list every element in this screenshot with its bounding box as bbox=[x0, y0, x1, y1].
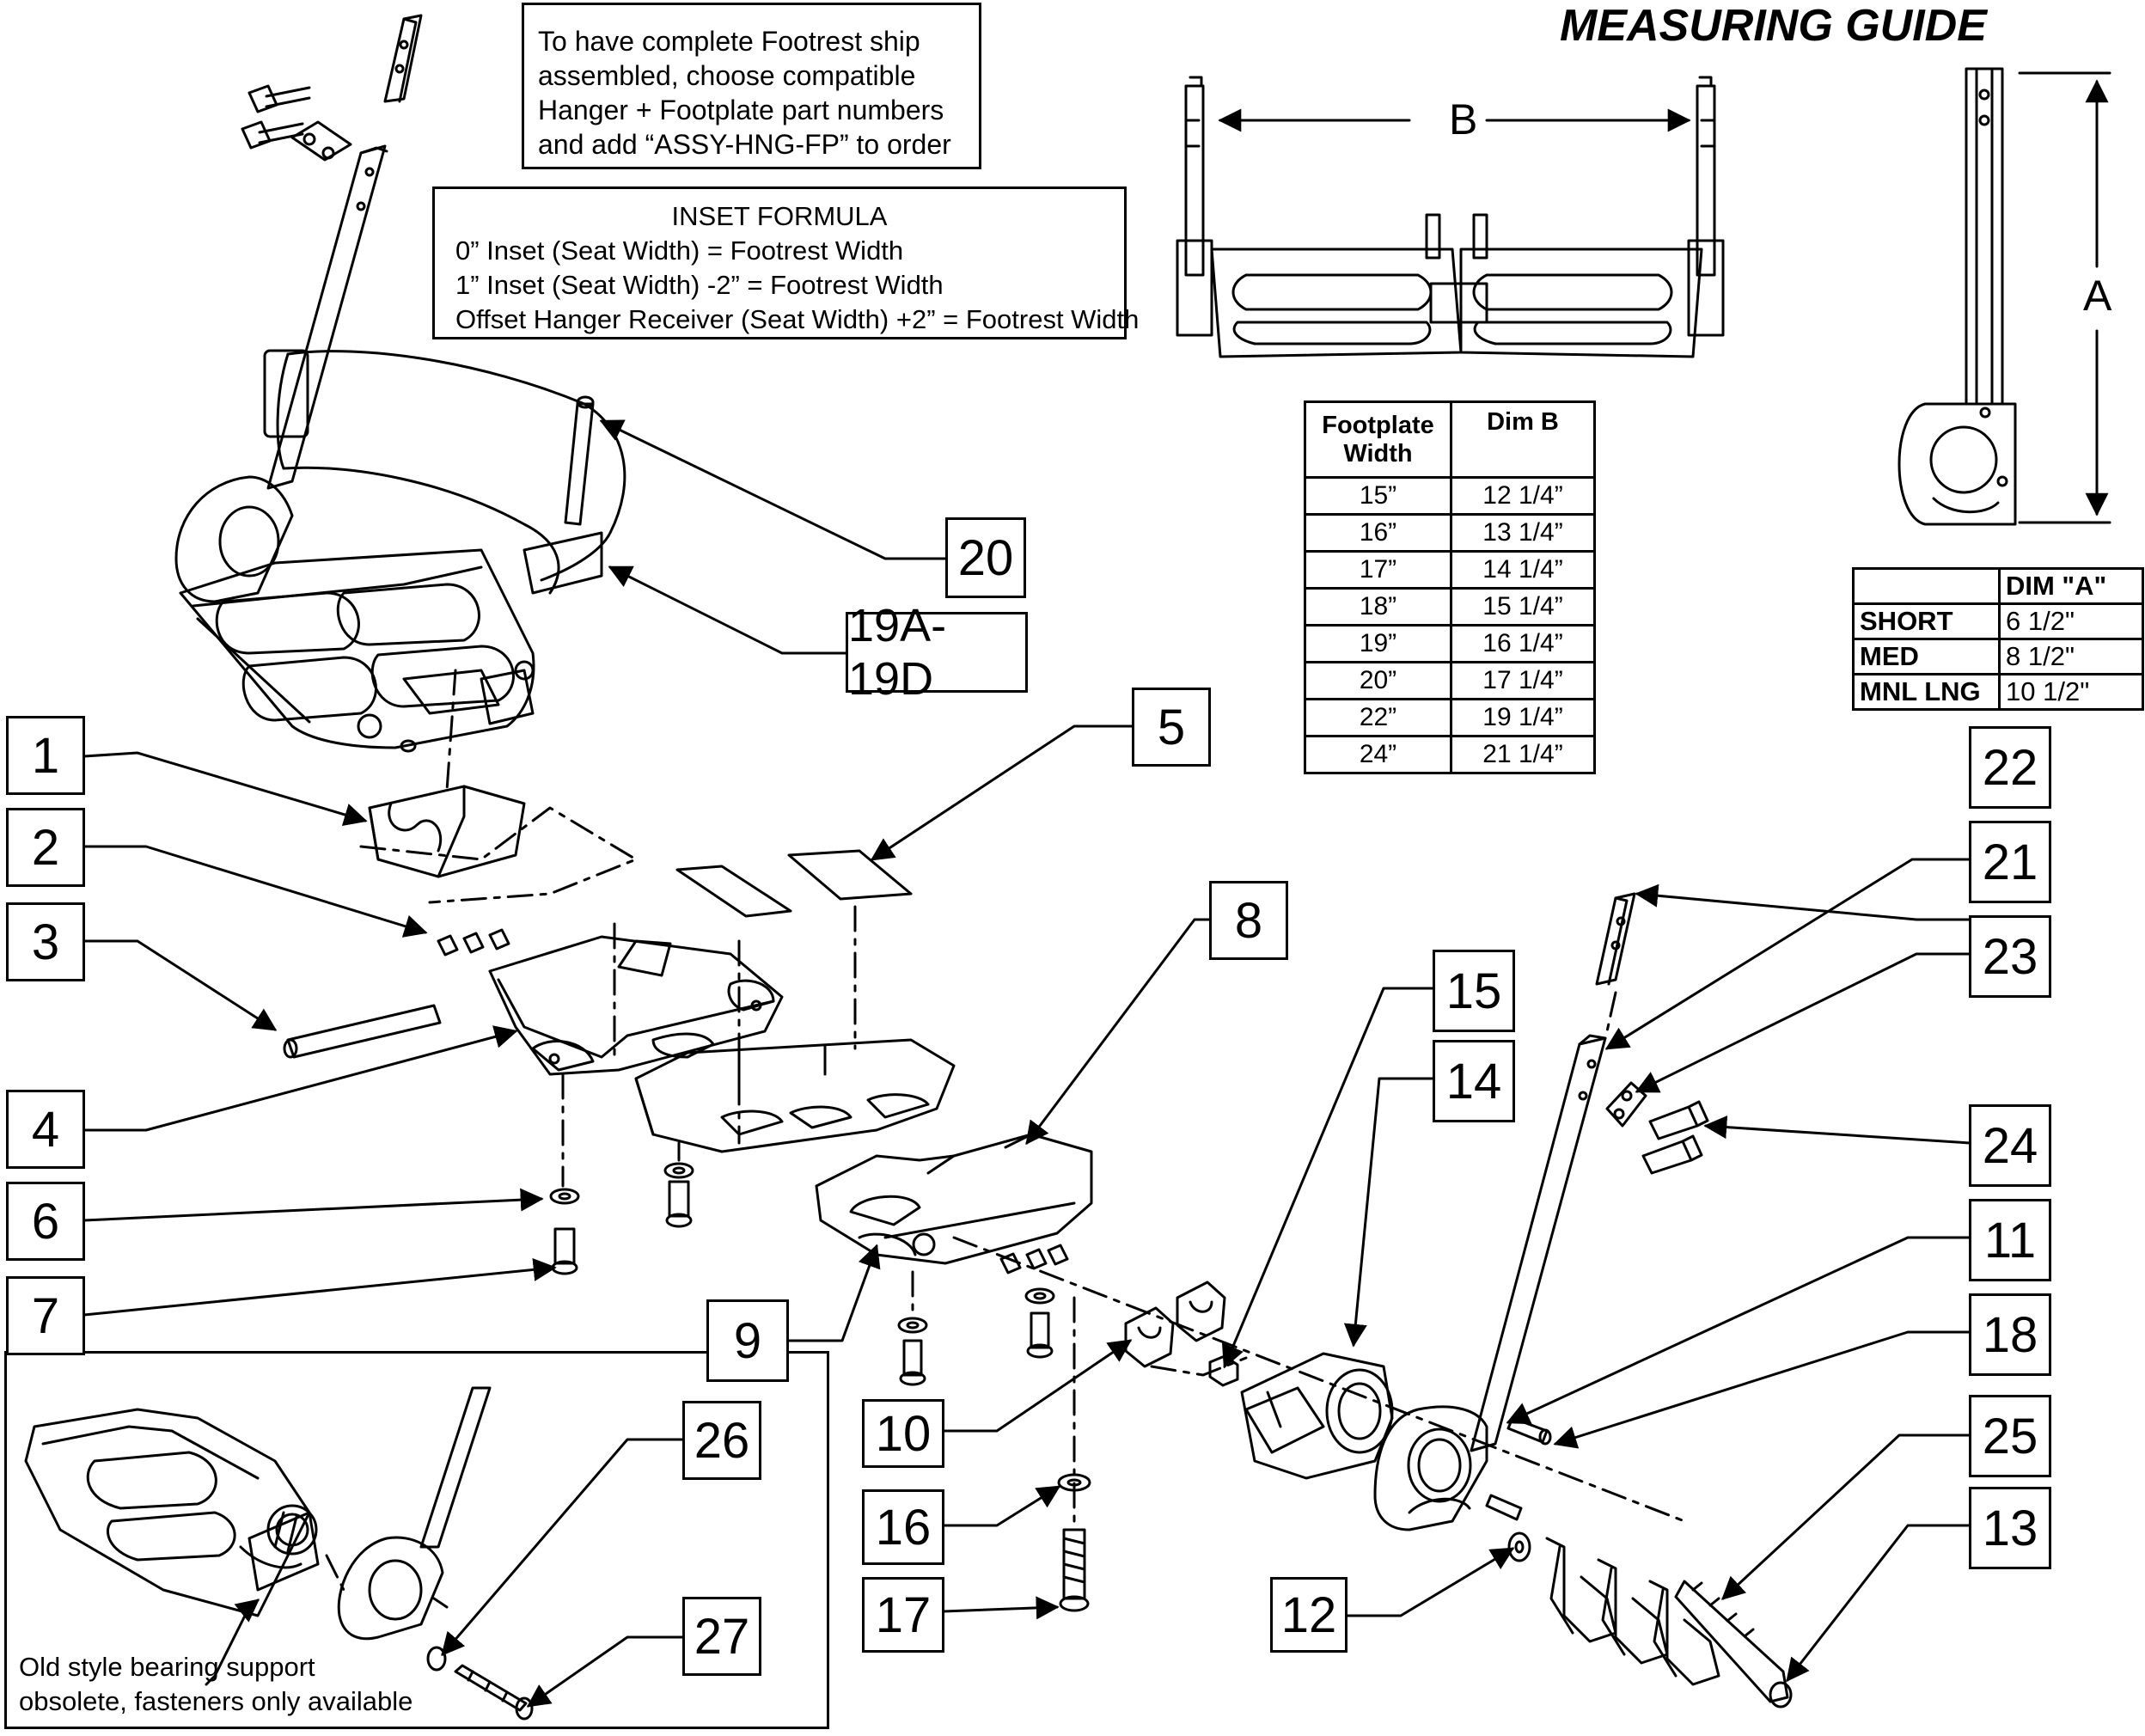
table-cell: MNL LNG bbox=[1852, 673, 2001, 711]
table-row: 16”13 1/4” bbox=[1304, 513, 1596, 553]
callout-15: 15 bbox=[1433, 950, 1515, 1032]
inset-formula-title: INSET FORMULA bbox=[671, 201, 888, 231]
table-cell: 14 1/4” bbox=[1450, 550, 1596, 590]
callout-4: 4 bbox=[6, 1090, 85, 1169]
table-cell: 16” bbox=[1304, 513, 1452, 553]
callout-13: 13 bbox=[1969, 1487, 2051, 1569]
hanger-receiver-parts-drawing bbox=[815, 1133, 1686, 1612]
table-row: 17”14 1/4” bbox=[1304, 550, 1596, 590]
dim-b-label: B bbox=[1442, 95, 1485, 144]
table-row: 20”17 1/4” bbox=[1304, 661, 1596, 700]
callout-18: 18 bbox=[1969, 1293, 2051, 1376]
callout-14: 14 bbox=[1433, 1040, 1515, 1122]
old-style-bearing-drawing bbox=[24, 1386, 534, 1721]
table-header-cell: Footplate Width bbox=[1304, 400, 1452, 479]
table-cell: 16 1/4” bbox=[1450, 624, 1596, 663]
table-header-cell bbox=[1852, 567, 2001, 605]
table-cell: SHORT bbox=[1852, 602, 2001, 640]
callout-25: 25 bbox=[1969, 1395, 2051, 1477]
table-cell: 8 1/2" bbox=[1998, 638, 2144, 675]
callout-3: 3 bbox=[6, 902, 85, 981]
callout-21: 21 bbox=[1969, 821, 2051, 903]
table-cell: 15” bbox=[1304, 476, 1452, 516]
inset-formula-line: 0” Inset (Seat Width) = Footrest Width bbox=[455, 235, 904, 266]
table-cell: 18” bbox=[1304, 587, 1452, 627]
inset-formula-box: INSET FORMULA 0” Inset (Seat Width) = Fo… bbox=[432, 186, 1140, 339]
table-cell: 17” bbox=[1304, 550, 1452, 590]
callout-20: 20 bbox=[945, 517, 1026, 598]
table-row: 18”15 1/4” bbox=[1304, 587, 1596, 627]
table-header-cell: Dim B bbox=[1450, 400, 1596, 479]
leader-lines bbox=[82, 419, 1971, 1708]
callout-7: 7 bbox=[6, 1276, 85, 1355]
callout-12: 12 bbox=[1270, 1577, 1348, 1653]
table-row: 22”19 1/4” bbox=[1304, 698, 1596, 737]
callout-16: 16 bbox=[862, 1489, 944, 1565]
table-cell: 24” bbox=[1304, 735, 1452, 774]
callout-10: 10 bbox=[862, 1399, 944, 1468]
table-cell: 19” bbox=[1304, 624, 1452, 663]
old-style-note-line: obsolete, fasteners only available bbox=[19, 1686, 413, 1716]
table-cell: 21 1/4” bbox=[1450, 735, 1596, 774]
callout-22: 22 bbox=[1969, 726, 2051, 809]
table-cell: 6 1/2" bbox=[1998, 602, 2144, 640]
table-cell: 10 1/2" bbox=[1998, 673, 2144, 711]
table-header-cell: DIM "A" bbox=[1998, 567, 2144, 605]
note-line: and add “ASSY-HNG-FP” to order bbox=[538, 129, 951, 160]
table-cell: 12 1/4” bbox=[1450, 476, 1596, 516]
table-cell: 22” bbox=[1304, 698, 1452, 737]
table-cell: 15 1/4” bbox=[1450, 587, 1596, 627]
dim-a-label: A bbox=[2080, 271, 2116, 321]
table-row: 24”21 1/4” bbox=[1304, 735, 1596, 774]
table-cell: 13 1/4” bbox=[1450, 513, 1596, 553]
old-style-note: Old style bearing support obsolete, fast… bbox=[19, 1650, 412, 1719]
table-row: 19”16 1/4” bbox=[1304, 624, 1596, 663]
hanger-tube-drawing bbox=[1373, 892, 1793, 1708]
callout-9: 9 bbox=[706, 1299, 789, 1382]
inset-formula-line: 1” Inset (Seat Width) -2” = Footrest Wid… bbox=[455, 270, 944, 300]
footplate-dim-b-table: Footplate Width Dim B 15”12 1/4” 16”13 1… bbox=[1304, 400, 1596, 774]
callout-19a-19d: 19A-19D bbox=[846, 600, 1028, 705]
callout-11: 11 bbox=[1969, 1199, 2051, 1281]
table-header-row: Footplate Width Dim B bbox=[1304, 400, 1596, 479]
note-line: Hanger + Footplate part numbers bbox=[538, 95, 944, 125]
measuring-guide-title: MEASURING GUIDE bbox=[1560, 1, 1987, 51]
callout-26: 26 bbox=[682, 1401, 761, 1480]
callout-1: 1 bbox=[6, 716, 85, 795]
callout-24: 24 bbox=[1969, 1104, 2051, 1187]
callout-27: 27 bbox=[682, 1597, 761, 1676]
callout-8: 8 bbox=[1209, 881, 1288, 960]
table-row: 15”12 1/4” bbox=[1304, 476, 1596, 516]
table-cell: 19 1/4” bbox=[1450, 698, 1596, 737]
table-cell: 20” bbox=[1304, 661, 1452, 700]
callout-2: 2 bbox=[6, 808, 85, 887]
table-cell: MED bbox=[1852, 638, 2001, 675]
inset-formula-line: Offset Hanger Receiver (Seat Width) +2” … bbox=[455, 304, 1140, 334]
callout-23: 23 bbox=[1969, 915, 2051, 998]
footplate-parts-drawing bbox=[283, 669, 956, 1275]
dim-b-footrest-drawing bbox=[1176, 76, 1725, 358]
ship-assembled-note: To have complete Footrest ship assembled… bbox=[522, 3, 981, 169]
dim-a-hanger-drawing bbox=[1898, 67, 2111, 526]
old-style-inset-frame bbox=[4, 1351, 829, 1729]
table-cell: 17 1/4” bbox=[1450, 661, 1596, 700]
callout-6: 6 bbox=[6, 1182, 85, 1261]
callout-17: 17 bbox=[862, 1577, 944, 1653]
note-line: assembled, choose compatible bbox=[538, 60, 916, 91]
callout-5: 5 bbox=[1132, 688, 1211, 767]
table-header-row: DIM "A" bbox=[1852, 567, 2144, 605]
old-style-note-line: Old style bearing support bbox=[19, 1652, 315, 1682]
note-line: To have complete Footrest ship bbox=[538, 26, 920, 57]
